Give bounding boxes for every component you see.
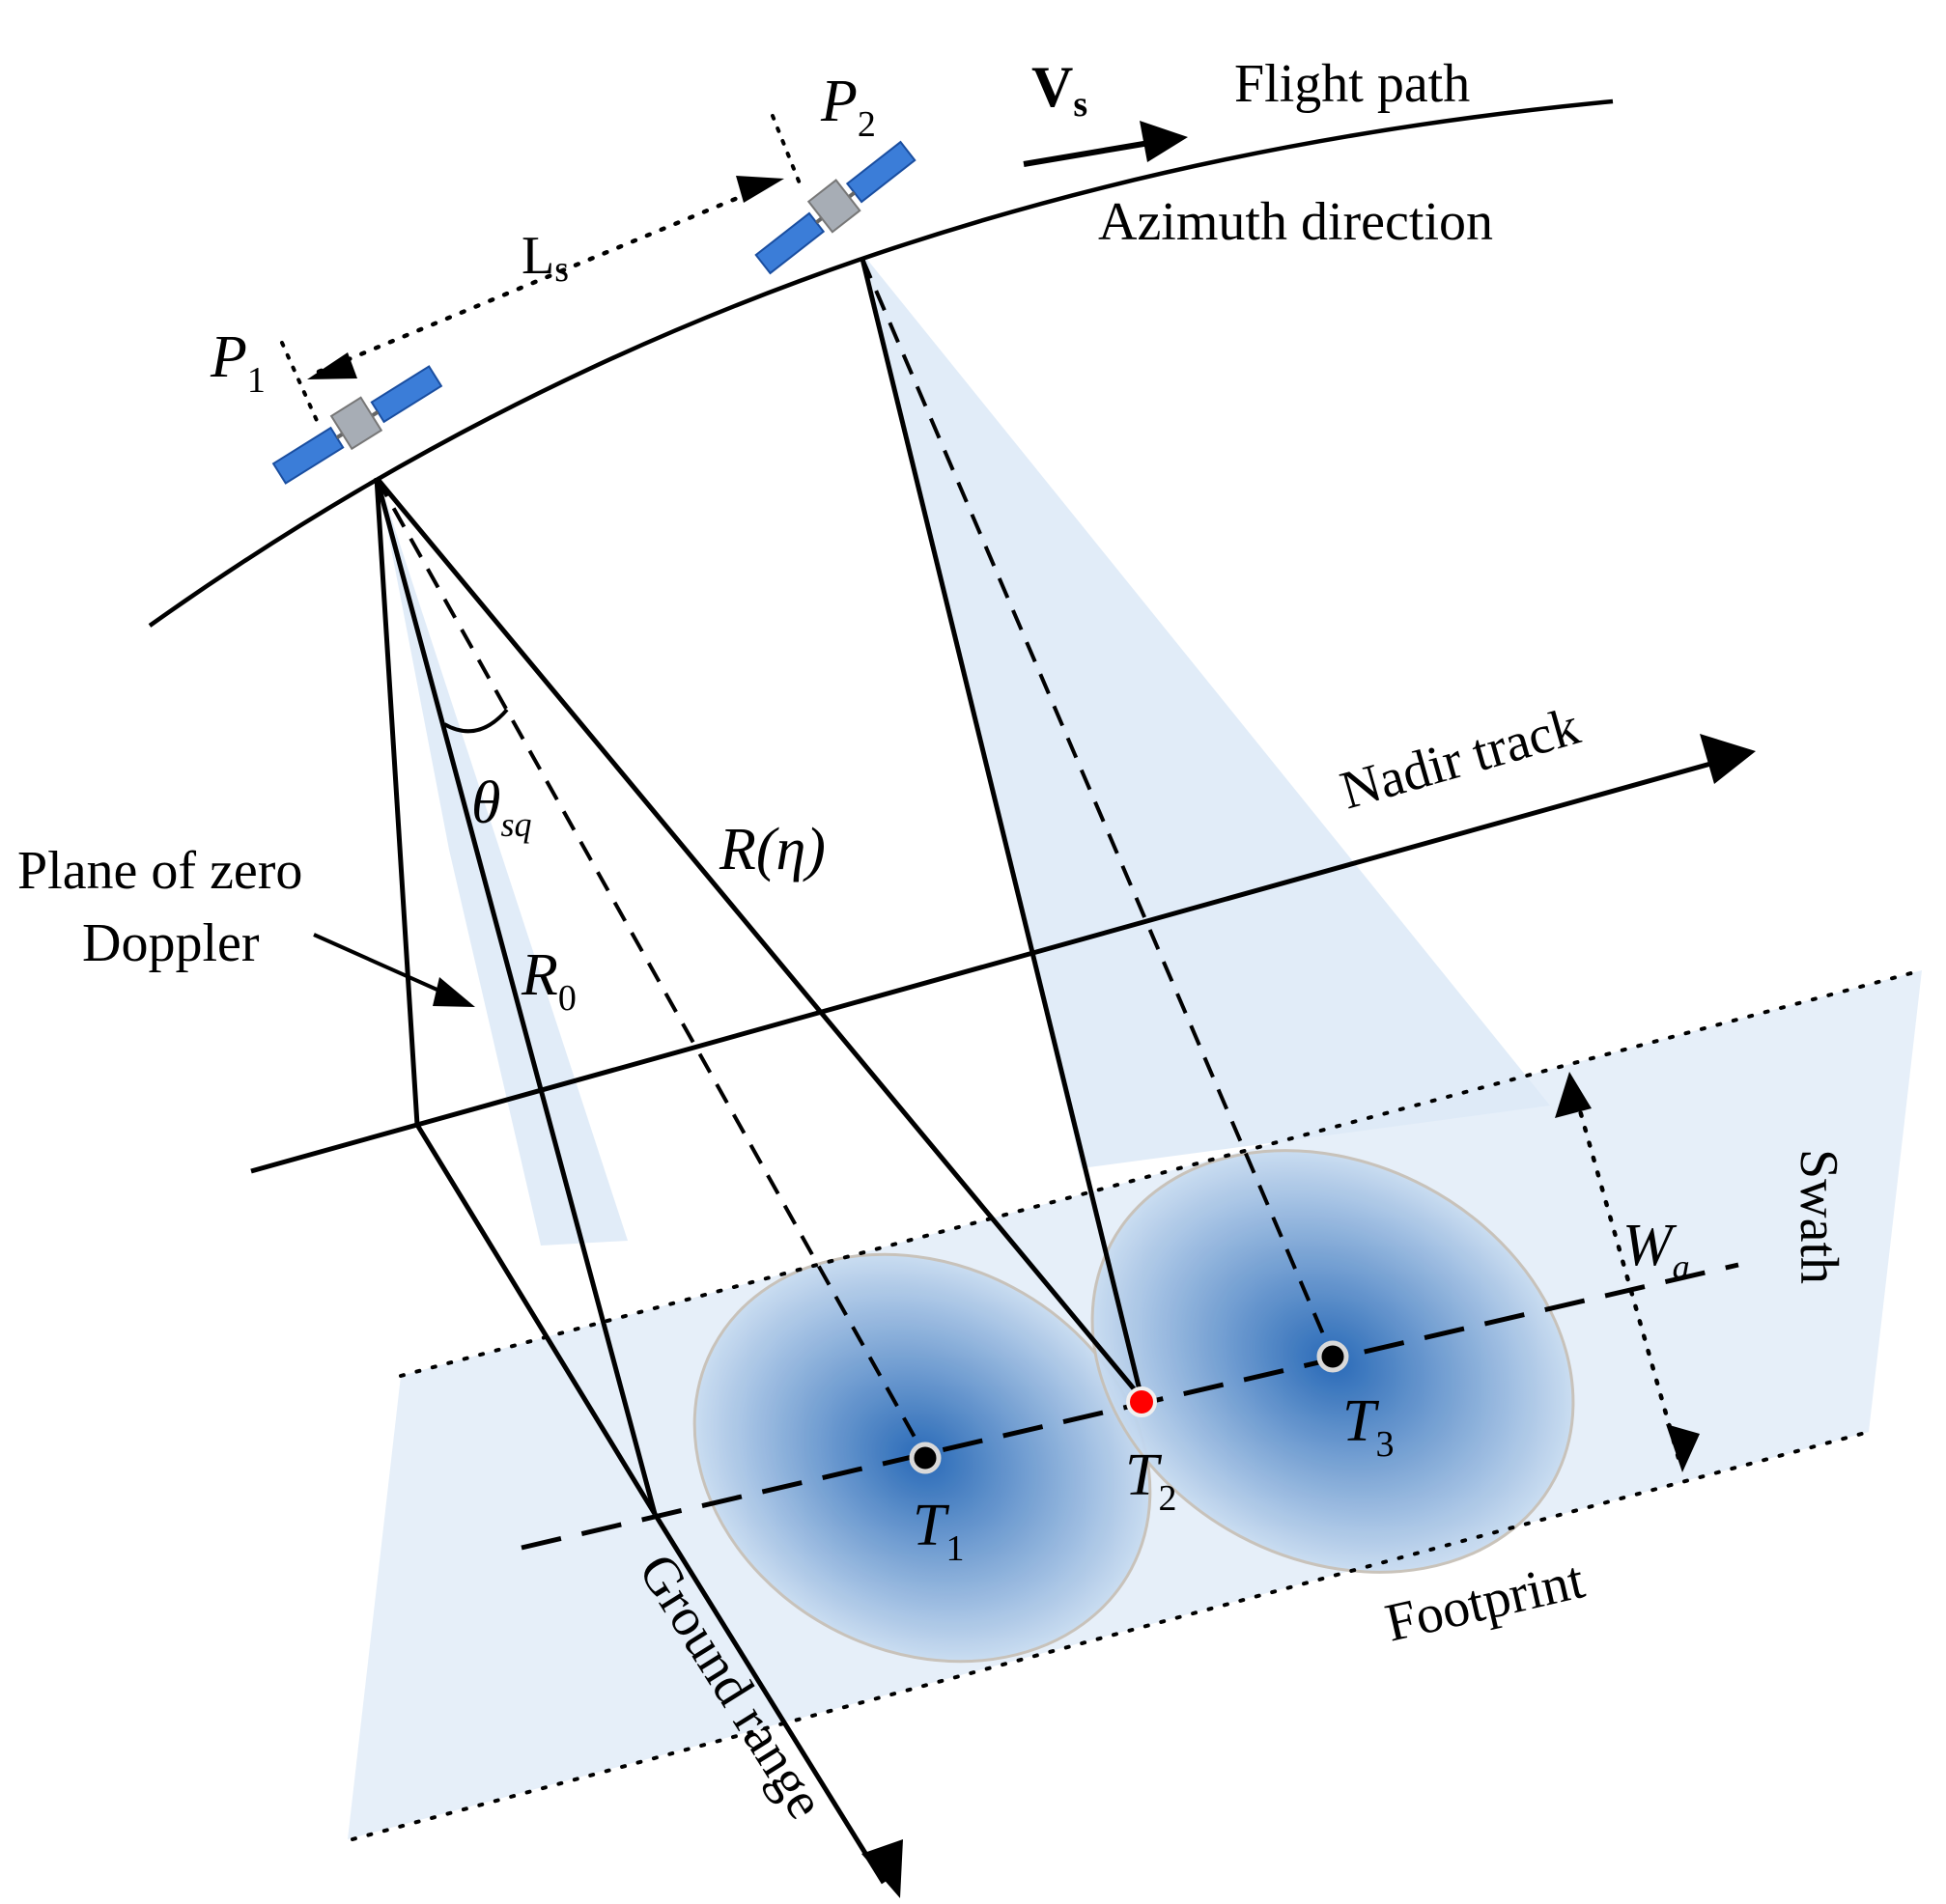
nadir-track-label: Nadir track: [1334, 696, 1586, 821]
zero-doppler-plane-label-line2: Doppler: [82, 913, 260, 973]
beam-cone-p2: [864, 256, 1550, 1168]
swath-label: Swath: [1789, 1149, 1848, 1284]
swath-width-arrowhead-top: [1555, 1072, 1592, 1118]
aperture-length-label: Ls: [522, 226, 569, 290]
target-t3-marker: [1316, 1340, 1349, 1373]
zero-doppler-plane-edges: [374, 477, 658, 1516]
zero-doppler-pointer-head: [433, 977, 475, 1007]
r0-label: R0: [521, 942, 577, 1019]
p2-label: P2: [820, 69, 876, 145]
r0-slant-range: [374, 477, 658, 1515]
zero-doppler-plane-label-line1: Plane of zero: [17, 841, 302, 901]
target-t3-label: T3: [1342, 1388, 1394, 1465]
flight-path-label: Flight path: [1234, 54, 1470, 114]
ground-range-arrowhead: [861, 1839, 903, 1898]
swath-upper-edge: [399, 968, 1924, 1378]
satellite-icon: [754, 140, 917, 275]
p2-to-t3-dashed: [860, 258, 1335, 1358]
p1-to-t1-dashed: [375, 477, 927, 1457]
velocity-label: Vs: [1031, 55, 1087, 125]
aperture-length-arrow: [316, 181, 776, 375]
range-eta-label: R(η): [719, 817, 826, 882]
target-t1-marker: [909, 1442, 942, 1474]
beam-cone-p1: [377, 473, 628, 1246]
velocity-arrowhead: [1140, 121, 1188, 162]
p1-label: P1: [210, 324, 266, 401]
nadir-track-line: [250, 753, 1739, 1174]
range-eta-line: [375, 476, 1143, 1400]
azimuth-direction-label: Azimuth direction: [1098, 192, 1493, 252]
swath-lower-edge: [351, 1430, 1871, 1841]
nadir-track-arrowhead: [1700, 734, 1756, 784]
flight-path-arc: [148, 98, 1614, 628]
squint-angle-arc: [443, 708, 509, 734]
p1-tick-dotted: [280, 341, 321, 427]
ground-range-axis: [652, 1512, 887, 1885]
swath-width-label: Wa: [1622, 1213, 1690, 1286]
squint-angle-label: θsq: [471, 770, 531, 844]
satellite-icon: [271, 365, 443, 485]
swath-width-arrow: [1569, 1080, 1681, 1461]
aperture-arrowhead-left: [307, 352, 357, 379]
target-t2-label: T2: [1125, 1442, 1176, 1519]
zero-doppler-pointer: [313, 933, 460, 1001]
swath-width-arrowhead-bottom: [1666, 1424, 1700, 1472]
target-t2-marker: [1126, 1386, 1157, 1417]
velocity-arrow: [1023, 140, 1150, 167]
target-t1-label: T1: [913, 1493, 964, 1569]
p2-to-t2-line: [860, 258, 1144, 1399]
aperture-arrowhead-right: [736, 176, 784, 203]
p2-tick-dotted: [771, 114, 804, 190]
